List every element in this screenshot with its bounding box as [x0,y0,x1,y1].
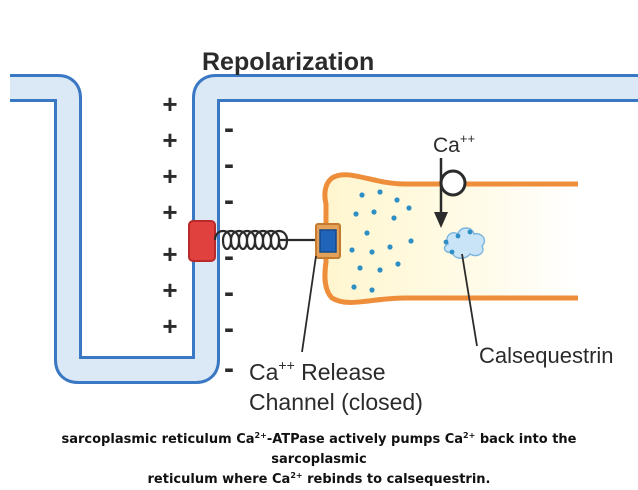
calcium-ion-dot [369,287,375,293]
diagram-canvas: + + + + + + + - - - - - - - Repolarizati… [10,48,638,415]
plus-sign: + [162,239,177,269]
caption-line-1: sarcoplasmic reticulum Ca2+-ATPase activ… [61,431,577,468]
release-channel-label-line2: Channel (closed) [249,389,423,415]
calcium-ion-dot [395,261,401,267]
minus-sign: - [224,276,234,309]
ca-release-channel [315,223,341,259]
minus-sign: - [224,352,234,385]
voltage-sensor [188,220,216,262]
ca-atpase-pump [434,158,467,228]
t-tubule-membrane [10,74,638,384]
calcium-ion-dot [371,209,377,215]
caption: sarcoplasmic reticulum Ca2+-ATPase activ… [20,430,618,490]
calcium-ion-dot [364,230,370,236]
caption-line-2: reticulum where Ca2+ rebinds to calseque… [147,471,491,488]
calcium-ion-dot [369,249,375,255]
calcium-ion-dot [406,205,412,211]
calsequestrin-protein [443,227,486,259]
calcium-ion-dot [377,267,383,273]
release-channel-pointer [301,255,317,353]
calcium-ion-dot [387,244,393,250]
down-arrow-icon [434,212,448,228]
release-channel-label-line1: Ca++ Release [249,357,386,385]
calcium-ion-dot [377,189,383,195]
positive-charges: + + + + + + + [162,89,177,341]
coupling-spring [213,229,318,251]
bound-calcium-dot [449,249,455,255]
calcium-ion-dot [359,192,365,198]
calcium-ion-dot [349,247,355,253]
minus-sign: - [224,240,234,273]
minus-sign: - [224,148,234,181]
minus-sign: - [224,312,234,345]
plus-sign: + [162,161,177,191]
calcium-ion-dot [394,197,400,203]
ca-pump-label: Ca++ [433,131,475,157]
plus-sign: + [162,275,177,305]
calcium-ion-dot [357,265,363,271]
plus-sign: + [162,197,177,227]
minus-sign: - [224,184,234,217]
negative-charges: - - - - - - - [224,112,234,385]
calcium-ions [349,189,414,293]
calcium-ion-dot [391,215,397,221]
calcium-ion-dot [351,284,357,290]
plus-sign: + [162,311,177,341]
calsequestrin-label: Calsequestrin [479,343,614,368]
calcium-ion-dot [408,238,414,244]
calcium-ion-dot [353,211,359,217]
minus-sign: - [224,112,234,145]
plus-sign: + [162,89,177,119]
bound-calcium-dot [443,239,449,245]
calsequestrin-pointer [461,253,478,347]
bound-calcium-dot [467,229,473,235]
plus-sign: + [162,125,177,155]
diagram-title: Repolarization [202,48,374,76]
bound-calcium-dot [455,233,461,239]
